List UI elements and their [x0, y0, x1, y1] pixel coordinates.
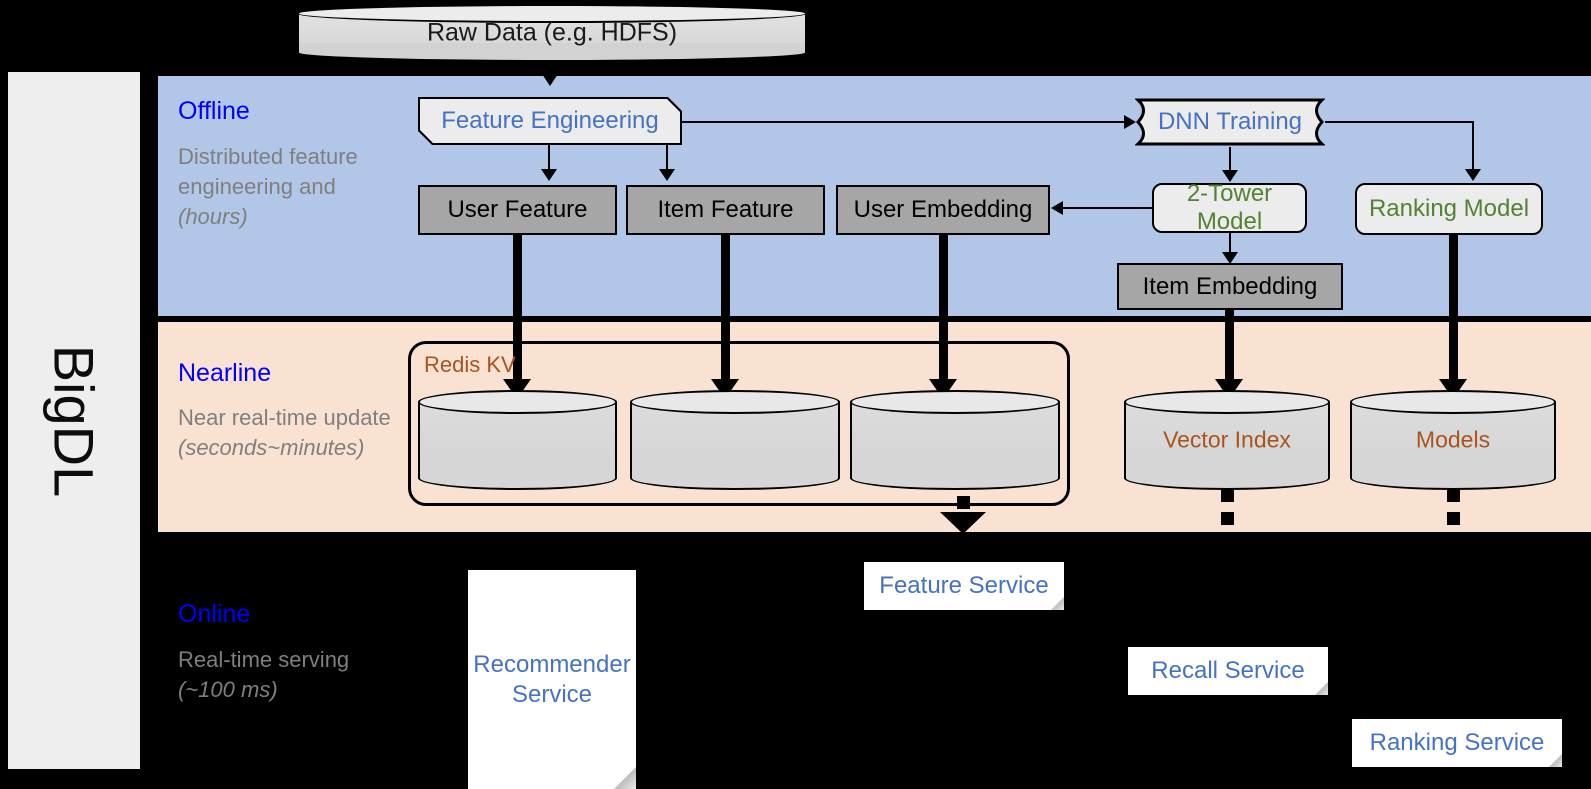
- dnn-training-label: DNN Training: [1157, 108, 1303, 135]
- dashed-connector-models-1: [1447, 489, 1460, 502]
- connector-userfeature-redis: [513, 235, 522, 382]
- nearline-band-subtitle: Near real-time update (seconds~minutes): [178, 403, 408, 463]
- cylinder-bottom: [850, 466, 1060, 490]
- arrowhead-fe-dnn: [1124, 115, 1136, 129]
- recall-service-node[interactable]: Recall Service: [1128, 647, 1328, 695]
- connector-rawdata-fe: [549, 62, 551, 78]
- online-band-subtitle: Real-time serving (~100 ms): [178, 645, 408, 705]
- recommender-service-node[interactable]: Recommender Service: [468, 570, 636, 789]
- arrowhead-rawdata-fe: [542, 74, 558, 86]
- connector-twotower-itemembedding: [1229, 233, 1231, 255]
- two-tower-model-label: 2-Tower Model: [1186, 180, 1273, 235]
- redis-kv-group: [408, 341, 1070, 506]
- page-fold-icon: [614, 767, 636, 789]
- cylinder-top: [1124, 390, 1330, 414]
- bigdl-sidebar: BigDL: [8, 72, 140, 769]
- nearline-subtitle-text: Near real-time update: [178, 405, 391, 430]
- connector-userembedding-redis: [939, 235, 948, 382]
- page-fold-icon: [1051, 597, 1064, 610]
- cylinder-top: [630, 390, 840, 414]
- connector-rankingmodel-models: [1449, 235, 1458, 382]
- cylinder-top: [1350, 390, 1556, 414]
- item-embedding-label: Item Embedding: [1142, 272, 1318, 300]
- ranking-model-node[interactable]: Ranking Model: [1355, 183, 1543, 235]
- cylinder-bottom: [297, 43, 807, 62]
- connector-fe-userfeature: [548, 145, 550, 171]
- feature-engineering-label: Feature Engineering: [441, 107, 659, 134]
- cylinder-top: [850, 390, 1060, 414]
- feature-service-label: Feature Service: [879, 572, 1049, 599]
- page-fold-icon: [1549, 754, 1562, 767]
- feature-engineering-inner: Feature Engineering: [420, 99, 680, 143]
- vector-index-label: Vector Index: [1163, 426, 1291, 453]
- dashed-connector-featureservice: [957, 496, 970, 509]
- cylinder-bottom: [630, 466, 840, 490]
- cylinder-bottom: [418, 466, 617, 490]
- online-subtitle-italic: (~100 ms): [178, 677, 278, 702]
- connector-dnn-ranking-v: [1472, 121, 1474, 171]
- recall-service-label: Recall Service: [1151, 657, 1305, 684]
- user-feature-node[interactable]: User Feature: [418, 185, 617, 235]
- item-feature-store-cylinder[interactable]: [630, 390, 840, 490]
- item-feature-label: Item Feature: [657, 196, 794, 223]
- arrowhead-fe-itemfeature: [659, 169, 675, 181]
- connector-fe-itemfeature: [666, 145, 668, 171]
- user-embedding-label: User Embedding: [853, 196, 1033, 223]
- online-subtitle-text: Real-time serving: [178, 647, 350, 672]
- cylinder-bottom: [1350, 466, 1556, 490]
- offline-subtitle-text: Distributed feature engineering and: [178, 144, 358, 199]
- user-feature-label: User Feature: [447, 196, 588, 223]
- connector-dnn-twotower: [1229, 147, 1231, 172]
- raw-data-cylinder[interactable]: Raw Data (e.g. HDFS): [297, 4, 807, 62]
- dnn-training-shape: [1135, 98, 1325, 146]
- dnn-training-node[interactable]: DNN Training: [1135, 97, 1325, 147]
- redis-kv-label: Redis KV: [424, 352, 516, 377]
- arrowhead-dnn-twotower: [1222, 170, 1238, 182]
- recommender-service-line2: Service: [511, 680, 593, 708]
- offline-band-subtitle: Distributed feature engineering and (hou…: [178, 142, 378, 232]
- arrowhead-twotower-itemembedding: [1222, 252, 1238, 264]
- models-cylinder[interactable]: Models: [1350, 390, 1556, 490]
- arrowhead-dnn-ranking: [1465, 169, 1481, 181]
- user-embedding-store-cylinder[interactable]: [850, 390, 1060, 490]
- connector-itemembedding-vectorindex: [1225, 310, 1234, 382]
- bigdl-label: BigDL: [42, 344, 106, 497]
- user-feature-store-cylinder[interactable]: [418, 390, 617, 490]
- offline-subtitle-italic: (hours): [178, 204, 248, 229]
- feature-engineering-node[interactable]: Feature Engineering: [418, 97, 682, 145]
- page-fold-icon: [1315, 682, 1328, 695]
- arrowhead-fe-userfeature: [541, 169, 557, 181]
- dashed-connector-models-2: [1447, 512, 1460, 525]
- item-feature-node[interactable]: Item Feature: [626, 185, 825, 235]
- arrowhead-twotower-userembedding: [1051, 201, 1063, 215]
- user-embedding-node[interactable]: User Embedding: [836, 185, 1050, 235]
- vector-index-cylinder[interactable]: Vector Index: [1124, 390, 1330, 490]
- connector-fe-dnn: [682, 121, 1124, 123]
- raw-data-label: Raw Data (e.g. HDFS): [426, 18, 678, 47]
- dashed-connector-vectorindex-2: [1221, 512, 1234, 525]
- feature-service-node[interactable]: Feature Service: [864, 562, 1064, 610]
- nearline-subtitle-italic: (seconds~minutes): [178, 435, 365, 460]
- online-band-title: Online: [178, 600, 251, 628]
- cylinder-top: [297, 4, 807, 23]
- two-tower-model-node[interactable]: 2-Tower Model: [1152, 180, 1307, 235]
- ranking-model-label: Ranking Model: [1368, 195, 1530, 222]
- cylinder-top: [418, 390, 617, 414]
- connector-dnn-ranking-h: [1325, 121, 1474, 123]
- models-label: Models: [1415, 426, 1491, 453]
- connector-itemfeature-redis: [721, 235, 730, 382]
- recommender-service-label: Recommender Service: [473, 650, 630, 710]
- item-embedding-node[interactable]: Item Embedding: [1117, 263, 1343, 310]
- dashed-connector-vectorindex-1: [1221, 489, 1234, 502]
- recommender-service-line1: Recommender: [473, 650, 631, 678]
- nearline-band-title: Nearline: [178, 359, 272, 387]
- connector-twotower-userembedding: [1063, 207, 1153, 209]
- arrowhead-redis-featureservice: [940, 512, 986, 534]
- ranking-service-node[interactable]: Ranking Service: [1352, 719, 1562, 767]
- cylinder-bottom: [1124, 466, 1330, 490]
- offline-band-title: Offline: [178, 97, 250, 125]
- ranking-service-label: Ranking Service: [1369, 729, 1545, 756]
